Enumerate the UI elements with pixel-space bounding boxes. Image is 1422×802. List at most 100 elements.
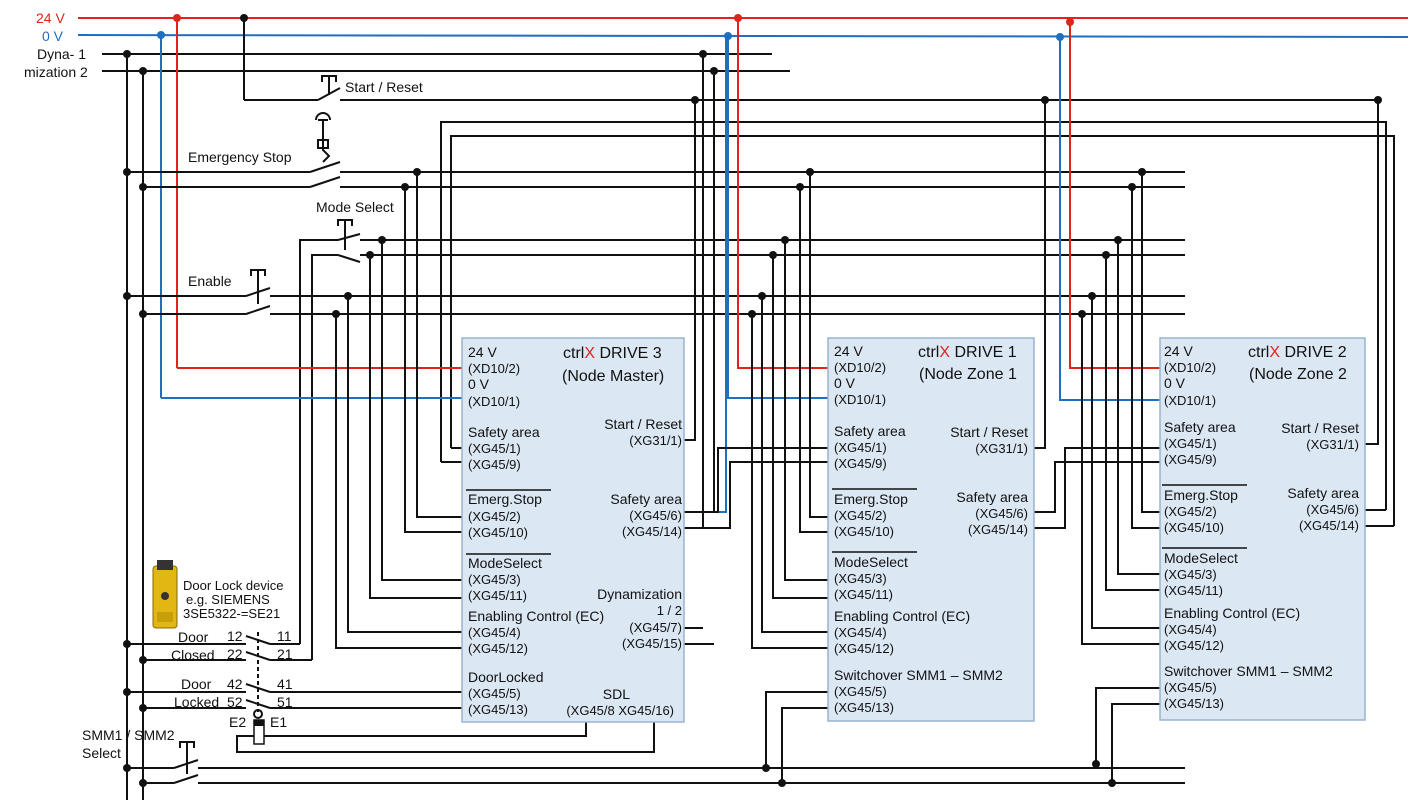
start-reset-switch [244, 75, 1378, 101]
svg-text:(XG45/10): (XG45/10) [834, 524, 894, 539]
svg-text:ctrlX DRIVE 2: ctrlX DRIVE 2 [1248, 344, 1347, 361]
svg-text:(XG45/14): (XG45/14) [1299, 518, 1359, 533]
svg-text:(XG45/9): (XG45/9) [1164, 452, 1217, 467]
svg-text:(XD10/1): (XD10/1) [1164, 393, 1216, 408]
svg-text:(XG45/1): (XG45/1) [468, 441, 521, 456]
terminal-21: 21 [277, 646, 293, 662]
closed-label: Closed [171, 647, 215, 663]
svg-text:(XG45/12): (XG45/12) [1164, 638, 1224, 653]
drive2-subtitle: (Node Zone 2 [1249, 366, 1347, 383]
svg-text:Safety area: Safety area [956, 489, 1028, 505]
door-label-2: Door [181, 676, 212, 692]
svg-text:(XD10/1): (XD10/1) [468, 394, 520, 409]
rail-24v-label: 24 V [36, 10, 65, 26]
svg-text:Enabling Control (EC): Enabling Control (EC) [468, 608, 604, 624]
svg-text:(XG45/7): (XG45/7) [629, 620, 682, 635]
emergency-stop-label: Emergency Stop [188, 149, 292, 165]
svg-text:(XG45/15): (XG45/15) [622, 636, 682, 651]
svg-text:Enabling Control (EC): Enabling Control (EC) [1164, 605, 1300, 621]
select-label: Select [82, 745, 121, 761]
svg-text:(XG45/6): (XG45/6) [1306, 502, 1359, 517]
svg-text:(XG45/11): (XG45/11) [834, 587, 893, 602]
terminal-12: 12 [227, 628, 243, 644]
door-lock-part-label: 3SE5322-=SE21 [183, 606, 280, 621]
svg-text:(XG45/13): (XG45/13) [834, 700, 894, 715]
left-buses [126, 18, 245, 800]
svg-text:(XG45/9): (XG45/9) [468, 457, 521, 472]
terminal-41: 41 [277, 676, 293, 692]
svg-text:(XD10/2): (XD10/2) [1164, 360, 1216, 375]
svg-text:Safety area: Safety area [610, 491, 682, 507]
mode-select-switch [299, 219, 1185, 660]
svg-text:(XG45/4): (XG45/4) [1164, 622, 1217, 637]
svg-text:(XG45/1): (XG45/1) [834, 440, 887, 455]
safety-area-lines [440, 121, 1395, 526]
terminal-51: 51 [277, 694, 293, 710]
drive3-box: ctrlX DRIVE 3 (Node Master) 24 V (XD10/2… [461, 337, 685, 723]
svg-text:(XG45/6): (XG45/6) [629, 508, 682, 523]
drive3-brand-b: DRIVE 3 [595, 345, 662, 362]
rail-0v [77, 34, 1409, 38]
svg-text:(XG45/4): (XG45/4) [834, 625, 887, 640]
svg-text:(XG45/12): (XG45/12) [468, 641, 528, 656]
svg-text:SDL: SDL [603, 686, 630, 702]
svg-text:ctrlX DRIVE 3: ctrlX DRIVE 3 [563, 345, 662, 362]
svg-text:ModeSelect: ModeSelect [468, 555, 542, 571]
svg-text:Switchover SMM1 – SMM2: Switchover SMM1 – SMM2 [834, 667, 1003, 683]
svg-text:(XG31/1): (XG31/1) [975, 441, 1028, 456]
door-label-1: Door [178, 629, 209, 645]
svg-text:(XD10/2): (XD10/2) [834, 360, 886, 375]
drive3-subtitle: (Node Master) [562, 368, 664, 385]
drive3-brand-a: ctrl [563, 345, 584, 362]
svg-text:(XG45/3): (XG45/3) [1164, 567, 1217, 582]
svg-text:(XG45/11): (XG45/11) [1164, 583, 1223, 598]
locked-label: Locked [174, 694, 219, 710]
drive2-brand-b: DRIVE 2 [1280, 344, 1347, 361]
svg-text:Emerg.Stop: Emerg.Stop [834, 491, 908, 507]
svg-text:(XG45/9): (XG45/9) [834, 456, 887, 471]
drive1-wiring [684, 18, 1160, 783]
svg-text:(XG45/3): (XG45/3) [834, 571, 887, 586]
drive2-box: ctrlX DRIVE 2 (Node Zone 2 24 V (XD10/2)… [1159, 337, 1366, 721]
start-reset-label: Start / Reset [345, 79, 423, 95]
svg-text:(XG45/2): (XG45/2) [834, 508, 887, 523]
terminal-22: 22 [227, 646, 243, 662]
drive2-brand-a: ctrl [1248, 344, 1269, 361]
smm-select-label: SMM1 / SMM2 [82, 727, 175, 743]
svg-text:0 V: 0 V [834, 375, 856, 391]
svg-text:DoorLocked: DoorLocked [468, 669, 544, 685]
door-lock-device-icon [152, 560, 178, 629]
door-contacts [127, 632, 655, 753]
drive1-subtitle: (Node Zone 1 [919, 366, 1017, 383]
rail-0v-label: 0 V [42, 28, 64, 44]
svg-text:(XG45/4): (XG45/4) [468, 625, 521, 640]
svg-text:(XG45/8 XG45/16): (XG45/8 XG45/16) [566, 703, 674, 718]
drive1-brand-x: X [939, 344, 950, 361]
svg-text:(XG45/14): (XG45/14) [622, 524, 682, 539]
drive1-box: ctrlX DRIVE 1 (Node Zone 1 24 V (XD10/2)… [827, 337, 1035, 722]
enable-switch [127, 269, 1185, 315]
svg-text:Safety area: Safety area [1287, 485, 1359, 501]
terminal-e2: E2 [229, 714, 246, 730]
dyna-label-1: Dyna- 1 [37, 46, 86, 62]
svg-text:0 V: 0 V [1164, 375, 1186, 391]
svg-text:(XG45/11): (XG45/11) [468, 588, 527, 603]
terminal-11: 11 [277, 628, 292, 644]
svg-text:24 V: 24 V [468, 344, 497, 360]
svg-text:Safety area: Safety area [1164, 419, 1236, 435]
svg-text:(XG45/6): (XG45/6) [975, 506, 1028, 521]
svg-text:1 / 2: 1 / 2 [657, 603, 682, 618]
svg-text:Emerg.Stop: Emerg.Stop [468, 491, 542, 507]
svg-text:Safety area: Safety area [834, 423, 906, 439]
svg-text:(XG45/10): (XG45/10) [1164, 520, 1224, 535]
svg-text:Dynamization: Dynamization [597, 586, 682, 602]
drive1-brand-a: ctrl [918, 344, 939, 361]
mode-select-label: Mode Select [316, 199, 394, 215]
drive2-wiring [1059, 18, 1394, 783]
svg-text:(XG45/5): (XG45/5) [834, 684, 887, 699]
svg-text:Enabling Control (EC): Enabling Control (EC) [834, 608, 970, 624]
svg-text:(XG45/12): (XG45/12) [834, 641, 894, 656]
dyna-label-2: mization 2 [24, 64, 88, 80]
door-lock-eg-label: e.g. SIEMENS [186, 592, 270, 607]
